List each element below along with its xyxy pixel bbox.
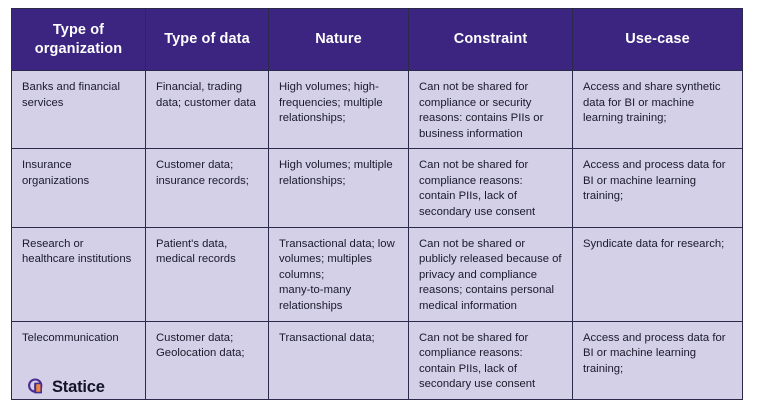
column-header-use-case: Use-case bbox=[572, 8, 743, 71]
cell-nature: Transactional data; low volumes; multipl… bbox=[268, 226, 409, 322]
cell-text: Research or healthcare institutions bbox=[22, 237, 132, 266]
table-header: Type of organization Type of data Nature… bbox=[11, 8, 743, 71]
cell-text: Financial, trading data; customer data bbox=[156, 81, 256, 109]
cell-use-case: Access and share synthetic data for BI o… bbox=[572, 69, 743, 150]
column-header-nature: Nature bbox=[268, 8, 409, 71]
column-header-label: Nature bbox=[315, 31, 362, 48]
cell-text: Transactional data; low volumes; multipl… bbox=[279, 237, 395, 312]
cell-type-of-data: Customer data; insurance records; bbox=[145, 148, 269, 228]
cell-organization: Research or healthcare institutions bbox=[11, 226, 146, 322]
cell-text: Can not be shared for compliance or secu… bbox=[419, 81, 544, 140]
cell-use-case: Access and process data for BI or machin… bbox=[572, 148, 743, 228]
table-row: Banks and financial services Financial, … bbox=[11, 69, 743, 150]
cell-text: Can not be shared for compliance reasons… bbox=[419, 331, 536, 391]
organization-data-matrix-table: Type of organization Type of data Nature… bbox=[11, 8, 743, 400]
cell-organization: Insurance organizations bbox=[11, 148, 146, 228]
column-header-type-of-organization: Type of organization bbox=[11, 8, 146, 71]
cell-text: Access and process data for BI or machin… bbox=[583, 159, 726, 203]
table-row: Research or healthcare institutions Pati… bbox=[11, 226, 743, 322]
table-row: Insurance organizations Customer data; i… bbox=[11, 148, 743, 228]
column-header-label: Type of data bbox=[164, 31, 250, 48]
brand-logo: Statice bbox=[26, 378, 105, 397]
cell-text: Syndicate data for research; bbox=[583, 237, 725, 250]
cell-text: Insurance organizations bbox=[22, 159, 90, 187]
cell-text: Access and process data for BI or machin… bbox=[583, 331, 726, 375]
cell-text: Customer data; Geolocation data; bbox=[156, 331, 245, 360]
brand-name: Statice bbox=[52, 378, 105, 397]
cell-use-case: Syndicate data for research; bbox=[572, 226, 743, 322]
table-header-row: Type of organization Type of data Nature… bbox=[11, 8, 743, 71]
cell-text: Access and share synthetic data for BI o… bbox=[583, 81, 721, 125]
cell-nature: High volumes; high-frequencies; multiple… bbox=[268, 69, 409, 150]
cell-type-of-data: Financial, trading data; customer data bbox=[145, 69, 269, 150]
column-header-constraint: Constraint bbox=[408, 8, 573, 71]
cell-type-of-data: Patient's data, medical records bbox=[145, 226, 269, 322]
cell-use-case: Access and process data for BI or machin… bbox=[572, 320, 743, 400]
column-header-label: Constraint bbox=[453, 31, 528, 48]
comparison-table-container: Type of organization Type of data Nature… bbox=[11, 8, 743, 400]
column-header-type-of-data: Type of data bbox=[145, 8, 269, 71]
cell-text: High volumes; multiple relationships; bbox=[279, 159, 393, 187]
cell-organization: Banks and financial services bbox=[11, 69, 146, 150]
cell-text: Patient's data, medical records bbox=[156, 237, 236, 266]
cell-nature: Transactional data; bbox=[268, 320, 409, 400]
cell-organization: Telecommunication bbox=[11, 320, 146, 400]
statice-logo-icon bbox=[26, 378, 45, 397]
table-row: Telecommunication Customer data; Geoloca… bbox=[11, 320, 743, 400]
cell-text: Can not be shared or publicly released b… bbox=[419, 237, 562, 312]
cell-constraint: Can not be shared for compliance or secu… bbox=[408, 69, 573, 150]
cell-text: Can not be shared for compliance reasons… bbox=[419, 159, 536, 219]
cell-text: Banks and financial services bbox=[22, 81, 120, 109]
cell-constraint: Can not be shared for compliance reasons… bbox=[408, 148, 573, 228]
cell-constraint: Can not be shared for compliance reasons… bbox=[408, 320, 573, 400]
cell-type-of-data: Customer data; Geolocation data; bbox=[145, 320, 269, 400]
column-header-label: Use-case bbox=[625, 31, 690, 48]
cell-text: High volumes; high-frequencies; multiple… bbox=[279, 81, 383, 125]
cell-text: Customer data; insurance records; bbox=[156, 159, 249, 187]
cell-text: Telecommunication bbox=[22, 331, 119, 344]
column-header-label: Type of organization bbox=[34, 22, 123, 57]
cell-text: Transactional data; bbox=[279, 331, 375, 344]
cell-constraint: Can not be shared or publicly released b… bbox=[408, 226, 573, 322]
table-body: Banks and financial services Financial, … bbox=[11, 69, 743, 400]
cell-nature: High volumes; multiple relationships; bbox=[268, 148, 409, 228]
